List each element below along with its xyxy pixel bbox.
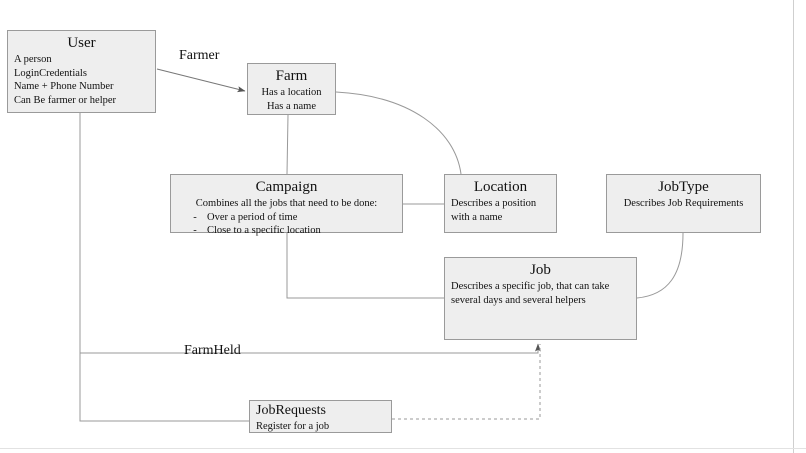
node-job-body: Describes a specific job, that can take … xyxy=(445,280,636,307)
node-user[interactable]: User A person LoginCredentials Name + Ph… xyxy=(7,30,156,113)
node-job-line-1: Describes a specific job, that can take xyxy=(451,281,610,292)
node-user-line-4: Can Be farmer or helper xyxy=(14,94,117,106)
node-jobrequests-title: JobRequests xyxy=(256,403,326,418)
node-farm-body: Has a location Has a name xyxy=(248,86,335,113)
node-location[interactable]: Location Describes a position with a nam… xyxy=(444,174,557,233)
node-jobtype[interactable]: JobType Describes Job Requirements xyxy=(606,174,761,233)
node-jobtype-line-1: Describes Job Requirements xyxy=(623,198,744,209)
node-campaign-bullet-2-text: Close to a specific location xyxy=(207,225,321,236)
edge-farm-campaign xyxy=(286,114,289,175)
node-user-title: User xyxy=(67,35,96,51)
node-campaign-bullet-1-marker: - xyxy=(193,211,197,223)
node-jobtype-body: Describes Job Requirements xyxy=(607,197,760,211)
node-jobrequests-body: Register for a job xyxy=(250,420,391,434)
node-job-line-2: several days and several helpers xyxy=(451,294,586,306)
node-user-line-3: Name + Phone Number xyxy=(14,81,114,92)
edge-campaign-job xyxy=(286,233,444,299)
node-location-line-2: with a name xyxy=(451,211,503,223)
node-job[interactable]: Job Describes a specific job, that can t… xyxy=(444,257,637,340)
edge-label-farmer: Farmer xyxy=(179,48,220,63)
node-jobrequests[interactable]: JobRequests Register for a job xyxy=(249,400,392,433)
node-campaign-bullet-1-text: Over a period of time xyxy=(207,211,298,223)
node-farm-title: Farm xyxy=(275,68,308,84)
node-user-line-1: A person xyxy=(14,54,52,65)
edge-user-jobrequests xyxy=(79,113,249,422)
edge-jobrequests-job xyxy=(392,344,541,420)
node-campaign-body: Combines all the jobs that need to be do… xyxy=(171,197,402,238)
node-jobrequests-line-1: Register for a job xyxy=(256,421,330,432)
node-user-body: A person LoginCredentials Name + Phone N… xyxy=(8,53,155,107)
node-campaign-bullet-2-marker: - xyxy=(193,225,197,236)
node-campaign-line-1: Combines all the jobs that need to be do… xyxy=(195,198,378,209)
node-location-line-1: Describes a position xyxy=(451,198,537,209)
page-border-right xyxy=(793,0,794,453)
node-user-line-2: LoginCredentials xyxy=(14,67,87,79)
edge-user-farm xyxy=(156,68,246,93)
node-farm-line-2: Has a name xyxy=(267,100,316,112)
node-campaign[interactable]: Campaign Combines all the jobs that need… xyxy=(170,174,403,236)
node-campaign-bullet-1: - Over a period of time xyxy=(171,211,402,225)
edge-label-farmheld: FarmHeld xyxy=(184,343,241,358)
node-job-title: Job xyxy=(530,262,551,278)
page-border-bottom xyxy=(0,448,806,449)
node-farm[interactable]: Farm Has a location Has a name xyxy=(247,63,336,115)
edge-jobtype-job xyxy=(636,232,684,299)
node-jobtype-title: JobType xyxy=(658,179,709,195)
edge-farm-location xyxy=(335,91,462,175)
node-location-body: Describes a position with a name xyxy=(445,197,556,224)
node-campaign-bullet-2: - Close to a specific location xyxy=(171,224,402,238)
node-campaign-title: Campaign xyxy=(255,179,318,195)
node-location-title: Location xyxy=(473,179,528,195)
node-farm-line-1: Has a location xyxy=(261,87,322,98)
